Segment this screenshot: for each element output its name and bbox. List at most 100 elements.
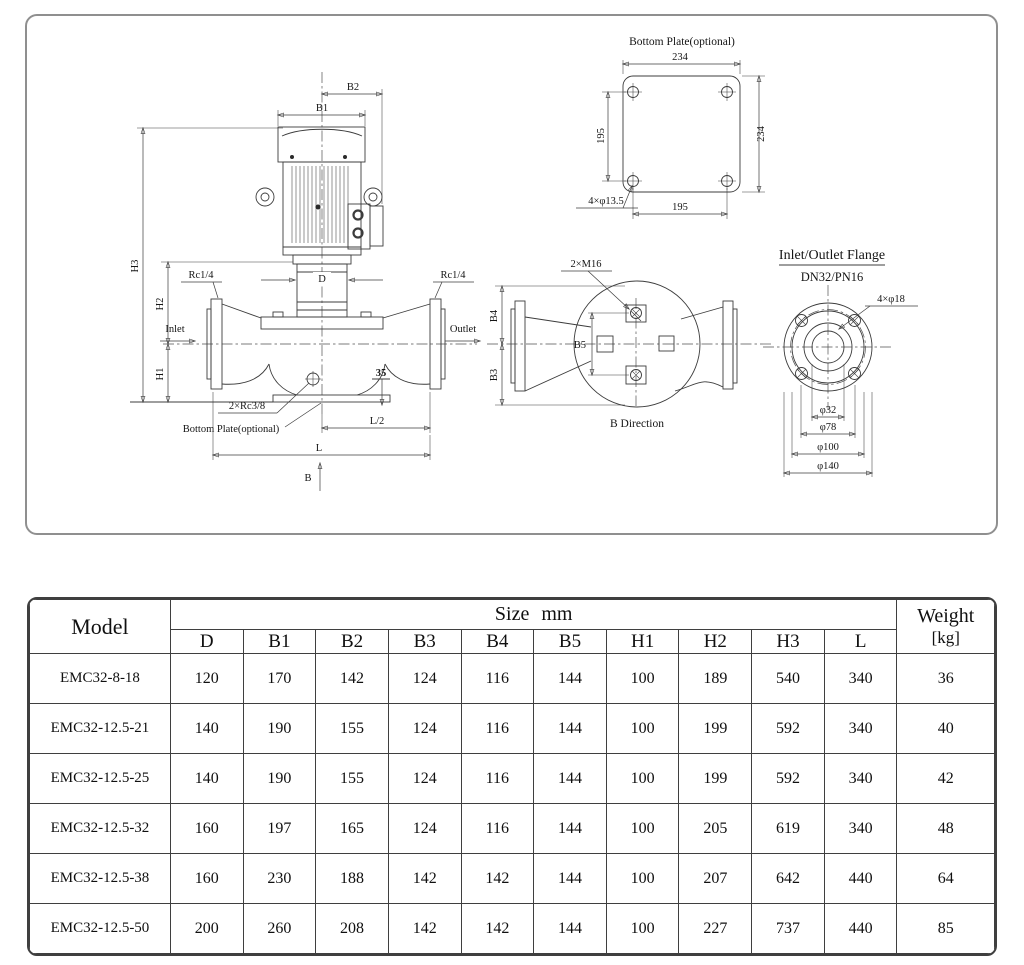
label-inlet: Inlet [165, 324, 184, 335]
weight-cell: 40 [896, 703, 995, 754]
weight-cell: 36 [896, 653, 995, 704]
table-row: EMC32-12.5-25 140 190 155 124 116 144 10… [29, 753, 995, 804]
flange-view: Inlet/Outlet Flange DN32/PN16 4×φ18 [763, 248, 918, 477]
value-cell: 190 [242, 753, 317, 804]
label-m16: 2×M16 [570, 259, 601, 270]
value-cell: 200 [169, 903, 244, 954]
value-cell: 124 [387, 803, 462, 854]
flange-holes-label: 4×φ18 [877, 294, 905, 305]
col-header-l: L [823, 629, 898, 654]
value-cell: 197 [242, 803, 317, 854]
model-cell: EMC32-12.5-32 [29, 803, 171, 854]
label-b5: B5 [574, 340, 586, 351]
label-l: L [316, 443, 322, 454]
label-h3: H3 [130, 260, 141, 273]
weight-label: Weight [917, 605, 975, 628]
value-cell: 116 [460, 703, 535, 754]
value-cell: 340 [823, 753, 898, 804]
table-row: EMC32-8-18 120 170 142 124 116 144 100 1… [29, 653, 995, 704]
value-cell: 189 [678, 653, 753, 704]
value-cell: 737 [751, 903, 825, 954]
pump-side-view: D [130, 72, 482, 491]
value-cell: 155 [315, 703, 389, 754]
label-l-half: L/2 [370, 416, 385, 427]
weight-unit: [kg] [931, 628, 960, 648]
value-cell: 142 [387, 853, 462, 904]
value-cell: 144 [533, 753, 607, 804]
flange-dia3: φ100 [817, 442, 839, 453]
value-cell: 165 [315, 803, 389, 854]
bp-dim-bottom: 195 [672, 202, 688, 213]
technical-drawing: D [130, 36, 918, 491]
bottom-plate-view: Bottom Plate(optional) 234 195 [576, 36, 767, 219]
value-cell: 144 [533, 903, 607, 954]
label-outlet: Outlet [450, 324, 476, 335]
value-cell: 100 [605, 653, 680, 704]
value-cell: 619 [751, 803, 825, 854]
volute-drawing [130, 298, 446, 403]
bp-dim-left: 195 [596, 128, 607, 144]
dimensions-table: Model Size mm Weight [kg] D B1 B2 B3 B4 … [29, 599, 995, 954]
col-header-b2: B2 [315, 629, 389, 654]
weight-header: Weight [kg] [896, 599, 995, 654]
value-cell: 205 [678, 803, 753, 854]
model-cell: EMC32-8-18 [29, 653, 171, 704]
table-row: EMC32-12.5-38 160 230 188 142 142 144 10… [29, 853, 995, 904]
value-cell: 100 [605, 703, 680, 754]
value-cell: 230 [242, 853, 317, 904]
drawing-panel: D [25, 14, 998, 535]
value-cell: 144 [533, 703, 607, 754]
label-rc14-left: Rc1/4 [188, 270, 214, 281]
b-direction-caption: B Direction [610, 418, 664, 430]
table-row: EMC32-12.5-21 140 190 155 124 116 144 10… [29, 703, 995, 754]
model-cell: EMC32-12.5-21 [29, 703, 171, 754]
flange-title: Inlet/Outlet Flange [779, 248, 885, 263]
value-cell: 142 [460, 853, 535, 904]
label-b1: B1 [316, 103, 328, 114]
col-header-b4: B4 [460, 629, 535, 654]
value-cell: 155 [315, 753, 389, 804]
value-cell: 142 [387, 903, 462, 954]
value-cell: 124 [387, 653, 462, 704]
value-cell: 592 [751, 753, 825, 804]
weight-cell: 42 [896, 753, 995, 804]
label-d: D [318, 274, 326, 285]
bp-dim-top: 234 [672, 52, 689, 63]
bp-holes-label: 4×φ13.5 [588, 196, 624, 207]
col-header-h3: H3 [751, 629, 825, 654]
value-cell: 142 [315, 653, 389, 704]
size-header: Size mm [169, 599, 898, 630]
value-cell: 144 [533, 853, 607, 904]
value-cell: 140 [169, 753, 244, 804]
value-cell: 340 [823, 653, 898, 704]
label-h2: H2 [155, 298, 166, 311]
value-cell: 100 [605, 853, 680, 904]
bp-dim-right: 234 [756, 125, 767, 142]
value-cell: 124 [387, 703, 462, 754]
table-row: EMC32-12.5-50 200 260 208 142 142 144 10… [29, 903, 995, 954]
value-cell: 160 [169, 853, 244, 904]
weight-cell: 85 [896, 903, 995, 954]
value-cell: 100 [605, 903, 680, 954]
value-cell: 199 [678, 703, 753, 754]
table-row: EMC32-12.5-32 160 197 165 124 116 144 10… [29, 803, 995, 854]
value-cell: 190 [242, 703, 317, 754]
model-cell: EMC32-12.5-38 [29, 853, 171, 904]
col-header-d: D [169, 629, 244, 654]
value-cell: 642 [751, 853, 825, 904]
motor-drawing [255, 126, 384, 256]
label-h1: H1 [155, 368, 166, 381]
value-cell: 144 [533, 803, 607, 854]
label-drain: 2×Rc3/8 [229, 401, 265, 412]
value-cell: 120 [169, 653, 244, 704]
flange-dia1: φ32 [820, 405, 837, 416]
model-cell: EMC32-12.5-25 [29, 753, 171, 804]
weight-cell: 48 [896, 803, 995, 854]
weight-cell: 64 [896, 853, 995, 904]
value-cell: 100 [605, 753, 680, 804]
value-cell: 124 [387, 753, 462, 804]
flange-dia4: φ140 [817, 461, 839, 472]
value-cell: 199 [678, 753, 753, 804]
value-cell: 440 [823, 853, 898, 904]
